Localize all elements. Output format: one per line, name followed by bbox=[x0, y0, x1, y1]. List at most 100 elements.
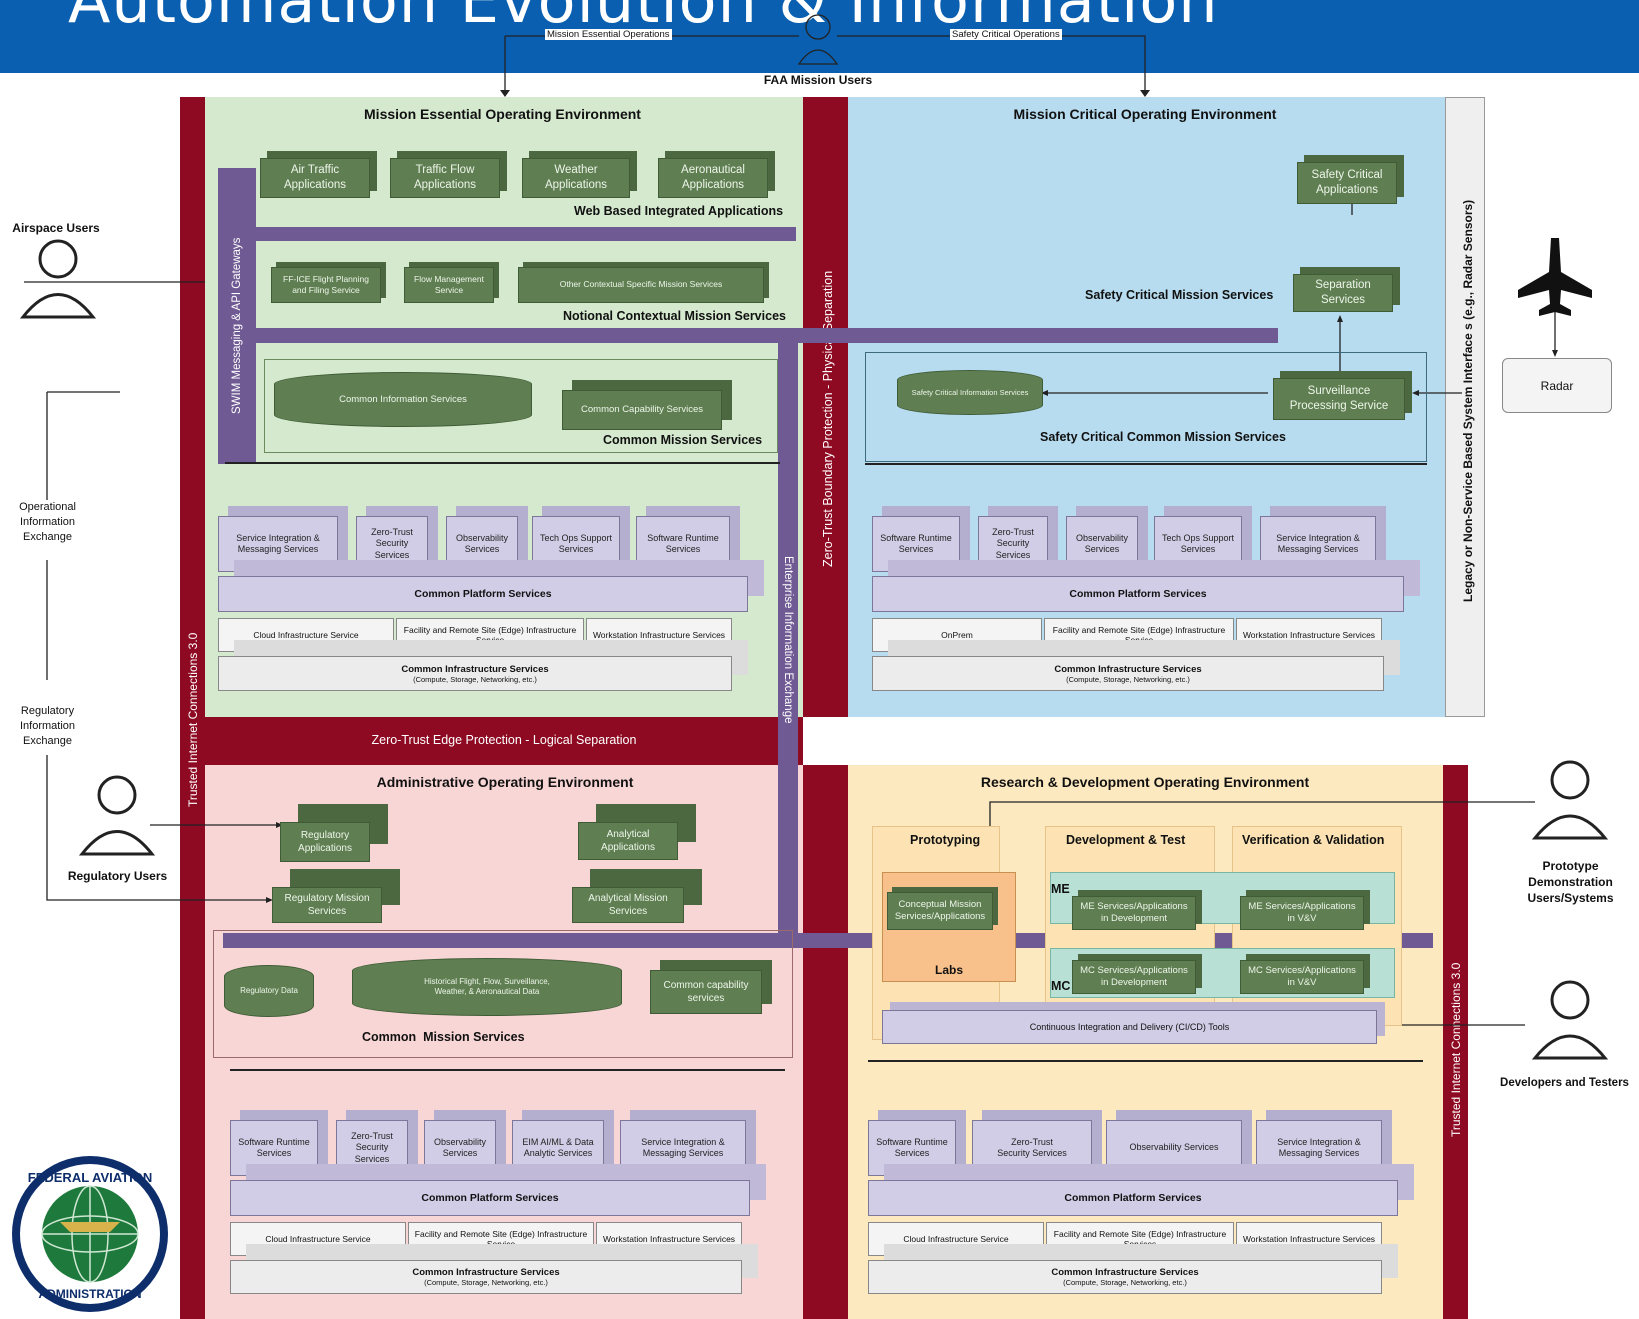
me-app-traffic-flow: Traffic Flow Applications bbox=[390, 158, 500, 198]
prototyping-label: Prototyping bbox=[910, 833, 981, 847]
mc-infra-workstation: Workstation Infrastructure Services bbox=[1236, 618, 1382, 652]
title-banner: Automation Evolution & Information bbox=[0, 0, 1639, 73]
rd-svc-runtime: Software Runtime Services bbox=[868, 1120, 956, 1176]
mc-in-development: MC Services/Applications in Development bbox=[1072, 960, 1196, 994]
me-svc-techops: Tech Ops Support Services bbox=[532, 516, 620, 572]
me-platform-bar: Common Platform Services bbox=[218, 576, 748, 612]
me-infra-cloud: Cloud Infrastructure Service bbox=[218, 618, 394, 652]
mc-infra-sub: (Compute, Storage, Networking, etc.) bbox=[1066, 674, 1190, 684]
safety-critical-applications: Safety Critical Applications bbox=[1297, 162, 1397, 204]
admin-divider bbox=[230, 1069, 785, 1071]
me-app-aeronautical: Aeronautical Applications bbox=[658, 158, 768, 198]
rd-infra-main: Common Infrastructure Services (Compute,… bbox=[868, 1260, 1382, 1294]
trusted-internet-bar-left bbox=[180, 97, 205, 1319]
common-capability-services: Common Capability Services bbox=[562, 390, 722, 430]
me-infra-label: Common Infrastructure Services bbox=[401, 663, 549, 675]
ffice-service: FF-ICE Flight Planning and Filing Servic… bbox=[271, 267, 381, 303]
admin-infra-cloud: Cloud Infrastructure Service bbox=[230, 1222, 406, 1256]
me-in-vv: ME Services/Applications in V&V bbox=[1240, 896, 1364, 930]
me-svc-integration: Service Integration & Messaging Services bbox=[218, 516, 338, 572]
me-infra-sub: (Compute, Storage, Networking, etc.) bbox=[413, 674, 537, 684]
regulatory-mission-services: Regulatory Mission Services bbox=[272, 887, 382, 923]
enterprise-exchange-bar bbox=[778, 343, 798, 933]
zero-trust-logical-bar bbox=[205, 717, 803, 765]
web-apps-bus bbox=[256, 227, 796, 241]
faa-mission-users-label: FAA Mission Users bbox=[763, 73, 873, 87]
rd-svc-observability: Observability Services bbox=[1106, 1120, 1242, 1176]
zero-trust-logical-label: Zero-Trust Edge Protection - Logical Sep… bbox=[371, 733, 637, 747]
rd-infra-sub: (Compute, Storage, Networking, etc.) bbox=[1063, 1278, 1187, 1287]
admin-svc-observability: Observability Services bbox=[424, 1120, 496, 1176]
mc-title: Mission Critical Operating Environment bbox=[1013, 106, 1277, 122]
web-apps-label: Web Based Integrated Applications bbox=[574, 204, 784, 218]
admin-common-mission-label: Common Mission Services bbox=[362, 1030, 525, 1044]
me-in-development: ME Services/Applications in Development bbox=[1072, 896, 1196, 930]
airspace-user-icon bbox=[19, 239, 97, 319]
me-common-mission-panel bbox=[264, 359, 778, 453]
rd-svc-integration: Service Integration & Messaging Services bbox=[1256, 1120, 1382, 1176]
mc-divider bbox=[865, 463, 1427, 465]
admin-common-mission-panel bbox=[213, 930, 793, 1058]
mc-infra-main: Common Infrastructure Services (Compute,… bbox=[872, 656, 1384, 691]
admin-svc-zero-trust: Zero-Trust Security Services bbox=[336, 1120, 408, 1176]
mc-tag: MC bbox=[1051, 979, 1071, 993]
prototype-users-label: Prototype Demonstration Users/Systems bbox=[1527, 859, 1614, 906]
contextual-bus bbox=[256, 328, 1278, 343]
logo-text-bottom: ADMINISTRATION bbox=[38, 1287, 141, 1301]
common-information-services: Common Information Services bbox=[274, 372, 532, 427]
me-infra-edge: Facility and Remote Site (Edge) Infrastr… bbox=[396, 618, 584, 652]
me-app-air-traffic: Air Traffic Applications bbox=[260, 158, 370, 198]
airplane-icon bbox=[1518, 238, 1592, 316]
dev-test-label: Development & Test bbox=[1066, 833, 1186, 847]
admin-svc-runtime: Software Runtime Services bbox=[230, 1120, 318, 1176]
me-divider bbox=[225, 462, 780, 464]
sc-common-label: Safety Critical Common Mission Services bbox=[1040, 430, 1286, 444]
historical-data: Historical Flight, Flow, Surveillance, W… bbox=[352, 958, 622, 1016]
surveillance-processing: Surveillance Processing Service bbox=[1273, 378, 1405, 420]
admin-infra-label: Common Infrastructure Services bbox=[412, 1267, 560, 1278]
mission-essential-ops-label: Mission Essential Operations bbox=[545, 29, 672, 40]
admin-infra-edge: Facility and Remote Site (Edge) Infrastr… bbox=[408, 1222, 594, 1256]
radar-label: Radar bbox=[1540, 378, 1574, 393]
mc-svc-techops: Tech Ops Support Services bbox=[1154, 516, 1242, 572]
me-title: Mission Essential Operating Environment bbox=[364, 106, 641, 122]
regulatory-user-icon bbox=[78, 775, 156, 856]
admin-infra-workstation: Workstation Infrastructure Services bbox=[596, 1222, 742, 1256]
logo-text-top: FEDERAL AVIATION bbox=[28, 1170, 152, 1185]
regulatory-exchange-label: Regulatory Information Exchange bbox=[0, 704, 95, 749]
mc-svc-runtime: Software Runtime Services bbox=[872, 516, 960, 572]
mc-svc-zero-trust: Zero-Trust Security Services bbox=[978, 516, 1048, 572]
rd-infra-cloud: Cloud Infrastructure Service bbox=[868, 1222, 1044, 1256]
sc-information-services: Safety Critical Information Services bbox=[897, 370, 1043, 415]
mc-svc-integration: Service Integration & Messaging Services bbox=[1260, 516, 1376, 572]
flow-management-service: Flow Management Service bbox=[404, 267, 494, 303]
other-contextual-service: Other Contextual Specific Mission Servic… bbox=[518, 267, 764, 303]
analytical-applications: Analytical Applications bbox=[578, 822, 678, 860]
admin-title: Administrative Operating Environment bbox=[376, 774, 634, 790]
me-infra-main: Common Infrastructure Services (Compute,… bbox=[218, 656, 732, 691]
sc-mission-label: Safety Critical Mission Services bbox=[1085, 288, 1274, 302]
admin-common-capability: Common capability services bbox=[650, 970, 762, 1014]
swim-gateway-bar bbox=[218, 168, 256, 464]
zero-trust-physical-bar bbox=[803, 97, 848, 717]
airspace-users-label: Airspace Users bbox=[12, 221, 100, 235]
radar-box: Radar bbox=[1502, 358, 1612, 413]
me-svc-observability: Observability Services bbox=[446, 516, 518, 572]
regulatory-applications: Regulatory Applications bbox=[280, 822, 370, 862]
rd-infra-workstation: Workstation Infrastructure Services bbox=[1236, 1222, 1382, 1256]
rd-svc-zero-trust: Zero-Trust Security Services bbox=[972, 1120, 1092, 1176]
regulatory-data: Regulatory Data bbox=[224, 965, 314, 1017]
admin-platform-bar: Common Platform Services bbox=[230, 1180, 750, 1216]
rd-platform-bar: Common Platform Services bbox=[868, 1180, 1398, 1216]
labs-label: Labs bbox=[934, 963, 963, 977]
rd-title: Research & Development Operating Environ… bbox=[980, 774, 1310, 790]
contextual-services-label: Notional Contextual Mission Services bbox=[563, 309, 786, 323]
regulatory-users-label: Regulatory Users bbox=[67, 869, 168, 883]
mc-in-vv: MC Services/Applications in V&V bbox=[1240, 960, 1364, 994]
me-tag: ME bbox=[1051, 882, 1070, 896]
me-svc-runtime: Software Runtime Services bbox=[636, 516, 730, 572]
mc-svc-observability: Observability Services bbox=[1066, 516, 1138, 572]
operational-exchange-label: Operational Information Exchange bbox=[0, 500, 95, 545]
